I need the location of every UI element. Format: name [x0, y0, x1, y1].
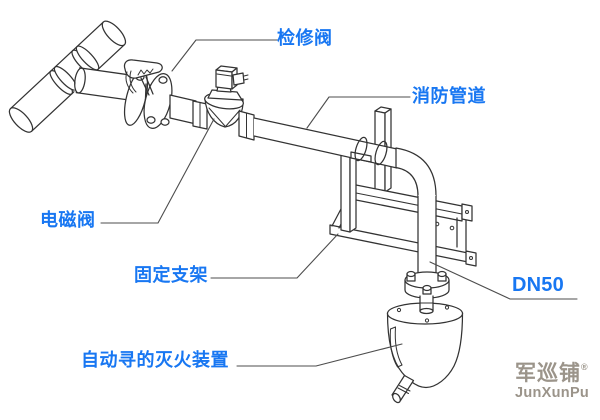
registered-mark: ® [581, 362, 589, 372]
label-mounting-bracket: 固定支架 [134, 265, 208, 285]
leader-dn50 [429, 261, 578, 300]
bell-neck [419, 295, 434, 315]
spray-nozzle [391, 374, 415, 404]
leader-lines [100, 39, 578, 367]
mounting-bracket [329, 106, 477, 267]
label-fire-pipe: 消防管道 [412, 86, 486, 106]
label-pipe-size-dn50: DN50 [512, 274, 564, 296]
pipe-elbow [395, 147, 437, 197]
leader-mounting-bracket [210, 233, 339, 279]
brand-logo-cn: 军巡铺 [515, 362, 581, 385]
extinguisher-bell [386, 302, 464, 404]
supply-pipe [8, 20, 127, 133]
label-solenoid-valve: 电磁阀 [40, 210, 96, 230]
dn50-flange [404, 270, 450, 299]
maintenance-valve [123, 59, 173, 129]
solenoid-valve [169, 65, 255, 141]
brand-logo: 军巡铺® JunXunPu [515, 362, 590, 402]
leader-solenoid-valve [100, 118, 215, 224]
detector-window [389, 326, 403, 368]
leader-extinguisher [236, 343, 403, 367]
leader-fire-pipe [306, 96, 411, 129]
label-inspection-valve: 检修阀 [277, 28, 333, 48]
drop-pipe [417, 195, 437, 274]
pipe-clamp [350, 136, 388, 166]
tee-branch [74, 67, 134, 101]
label-extinguisher-device: 自动寻的灭火装置 [81, 350, 229, 370]
valve-handle [123, 59, 163, 96]
brand-logo-en: JunXunPu [515, 385, 590, 402]
leader-inspection-valve [171, 39, 278, 72]
